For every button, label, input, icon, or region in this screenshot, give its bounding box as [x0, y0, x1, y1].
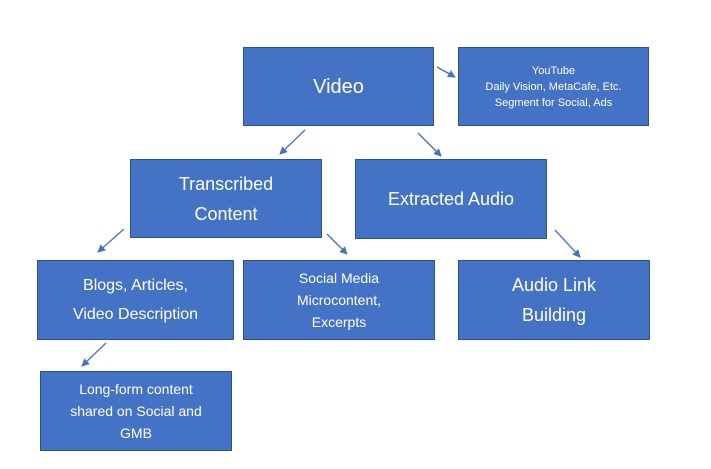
- node-longform-line: GMB: [120, 425, 152, 441]
- node-youtube-line: Daily Vision, MetaCafe, Etc.: [485, 80, 622, 93]
- node-audio-link-building: Audio Link Building: [458, 260, 650, 340]
- node-social-media: Social Media Microcontent, Excerpts: [243, 260, 435, 340]
- node-youtube-line: Segment for Social, Ads: [494, 96, 613, 109]
- node-linkbuilding-line: Audio Link: [511, 275, 597, 295]
- node-audio-line: Extracted Audio: [387, 189, 515, 209]
- arrow-video-to-youtube: [436, 66, 456, 78]
- node-social-line: Excerpts: [311, 314, 367, 330]
- node-long-form-content: Long-form content shared on Social and G…: [40, 371, 232, 451]
- node-video-line: Video: [313, 75, 364, 98]
- node-longform-line: shared on Social and: [70, 403, 202, 419]
- arrow-transcribed-to-social: [326, 233, 348, 255]
- node-blogs-articles: Blogs, Articles, Video Description: [37, 260, 234, 340]
- node-social-line: Microcontent,: [296, 292, 382, 308]
- node-blogs-line: Video Description: [72, 306, 199, 323]
- node-linkbuilding-line: Building: [521, 305, 587, 325]
- node-video: Video: [243, 47, 434, 126]
- node-youtube-line: YouTube: [531, 64, 576, 77]
- node-youtube: YouTube Daily Vision, MetaCafe, Etc. Seg…: [458, 47, 649, 126]
- arrow-audio-to-linkbuilding: [554, 229, 581, 258]
- node-transcribed-line: Content: [194, 203, 258, 224]
- node-social-line: Social Media: [298, 270, 380, 286]
- arrow-transcribed-to-blogs: [97, 228, 125, 253]
- node-transcribed-line: Transcribed: [178, 173, 274, 194]
- node-blogs-line: Blogs, Articles,: [83, 277, 188, 294]
- node-extracted-audio: Extracted Audio: [355, 159, 547, 239]
- arrow-video-to-audio: [417, 132, 442, 157]
- node-longform-line: Long-form content: [79, 381, 193, 397]
- node-transcribed-content: Transcribed Content: [130, 159, 322, 238]
- arrow-blogs-to-longform: [81, 342, 107, 367]
- arrow-video-to-transcribed: [279, 129, 306, 155]
